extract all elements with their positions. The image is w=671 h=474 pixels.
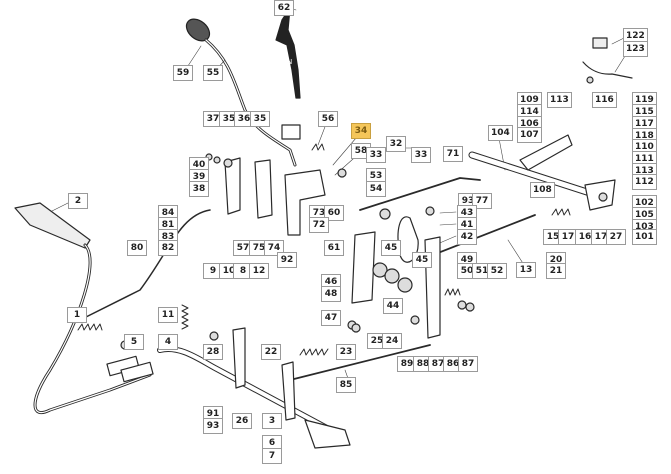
part-label-33[interactable]: 33 — [411, 147, 431, 163]
part-label-71[interactable]: 71 — [443, 146, 463, 162]
part-label-3[interactable]: 3 — [262, 413, 282, 429]
part-label-13[interactable]: 13 — [516, 262, 536, 278]
part-label-60[interactable]: 60 — [324, 205, 344, 221]
part-label-4[interactable]: 4 — [158, 334, 178, 350]
part-label-33[interactable]: 33 — [366, 147, 386, 163]
part-label-28[interactable]: 28 — [203, 344, 223, 360]
part-label-122[interactable]: 122 — [623, 28, 648, 44]
shift-lever — [185, 18, 301, 167]
part-label-7[interactable]: 7 — [262, 448, 282, 464]
part-label-38[interactable]: 38 — [189, 181, 209, 197]
part-label-42[interactable]: 42 — [457, 229, 477, 245]
part-label-123[interactable]: 123 — [623, 41, 648, 57]
rod-85 — [289, 344, 431, 381]
part-label-116[interactable]: 116 — [592, 92, 617, 108]
springs — [77, 143, 571, 356]
part-label-55[interactable]: 55 — [203, 65, 223, 81]
part-label-52[interactable]: 52 — [487, 263, 507, 279]
rod-71 — [359, 177, 481, 211]
sensor-switch — [582, 37, 633, 79]
part-label-62[interactable]: 62 — [274, 0, 294, 16]
part-label-35[interactable]: 35 — [250, 111, 270, 127]
part-label-26[interactable]: 26 — [232, 413, 252, 429]
cable — [79, 209, 211, 321]
part-label-21[interactable]: 21 — [546, 263, 566, 279]
part-label-108[interactable]: 108 — [530, 182, 555, 198]
part-label-1[interactable]: 1 — [67, 307, 87, 323]
part-label-32[interactable]: 32 — [386, 136, 406, 152]
part-label-54[interactable]: 54 — [366, 181, 386, 197]
part-label-93[interactable]: 93 — [203, 418, 223, 434]
brake-pedal — [14, 202, 154, 414]
part-label-92[interactable]: 92 — [277, 252, 297, 268]
part-label-2[interactable]: 2 — [68, 193, 88, 209]
part-label-48[interactable]: 48 — [321, 286, 341, 302]
part-label-61[interactable]: 61 — [324, 240, 344, 256]
cross-shaft — [157, 346, 351, 449]
part-label-47[interactable]: 47 — [321, 310, 341, 326]
part-label-87[interactable]: 87 — [458, 356, 478, 372]
part-label-77[interactable]: 77 — [472, 193, 492, 209]
part-label-101[interactable]: 101 — [632, 229, 657, 245]
part-label-82[interactable]: 82 — [158, 240, 178, 256]
part-label-112[interactable]: 112 — [632, 174, 657, 190]
part-label-24[interactable]: 24 — [382, 333, 402, 349]
part-label-45[interactable]: 45 — [381, 240, 401, 256]
svg-text:N: N — [287, 58, 292, 66]
shift-decal: N — [275, 7, 301, 99]
rod-104 — [468, 151, 594, 197]
part-label-45[interactable]: 45 — [412, 252, 432, 268]
part-label-113[interactable]: 113 — [547, 92, 572, 108]
part-label-34[interactable]: 34 — [351, 123, 371, 139]
part-label-85[interactable]: 85 — [336, 377, 356, 393]
part-label-11[interactable]: 11 — [158, 307, 178, 323]
brackets — [224, 134, 616, 421]
part-label-23[interactable]: 23 — [336, 344, 356, 360]
part-label-27[interactable]: 27 — [606, 229, 626, 245]
part-label-72[interactable]: 72 — [309, 217, 329, 233]
hardware — [120, 76, 608, 350]
part-label-12[interactable]: 12 — [249, 263, 269, 279]
part-label-107[interactable]: 107 — [517, 127, 542, 143]
part-label-5[interactable]: 5 — [124, 334, 144, 350]
part-label-56[interactable]: 56 — [318, 111, 338, 127]
part-label-22[interactable]: 22 — [261, 344, 281, 360]
part-label-104[interactable]: 104 — [488, 125, 513, 141]
part-label-44[interactable]: 44 — [383, 298, 403, 314]
part-label-80[interactable]: 80 — [127, 240, 147, 256]
part-label-59[interactable]: 59 — [173, 65, 193, 81]
